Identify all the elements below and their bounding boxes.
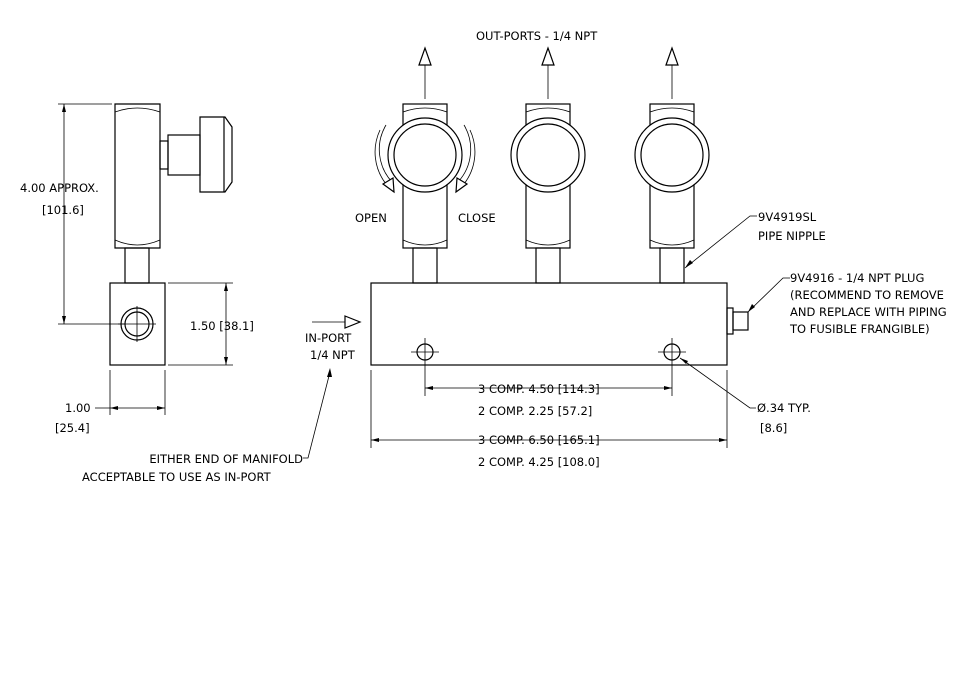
side-view: 4.00 APPROX. [101.6] 1.50 [38.1] 1.00 [2… [20, 103, 254, 435]
hole-dia-mm: [8.6] [760, 421, 787, 435]
pipe-nipple [659, 247, 685, 284]
plug-leader [747, 277, 790, 313]
close-rotation-arrow [457, 124, 476, 185]
valve-handwheel [634, 117, 710, 193]
knob [199, 116, 233, 193]
height-dim: 4.00 APPROX. [20, 181, 99, 195]
length-3: 3 COMP. 6.50 [165.1] [478, 433, 600, 447]
open-rotation-arrow [374, 124, 393, 185]
note-line2: ACCEPTABLE TO USE AS IN-PORT [82, 470, 272, 484]
width-dim: 1.00 [65, 401, 91, 415]
open-label: OPEN [355, 211, 387, 225]
length-2: 2 COMP. 4.25 [108.0] [478, 455, 600, 469]
valve-2 [510, 46, 586, 284]
outports-label: OUT-PORTS - 1/4 NPT [476, 29, 598, 43]
valve-1 [387, 46, 463, 284]
note-leader [303, 371, 331, 459]
plug-line-2: (RECOMMEND TO REMOVE [790, 288, 944, 302]
knob-stem [159, 140, 169, 170]
nipple-label: PIPE NIPPLE [758, 229, 826, 243]
valve-body-side [114, 103, 161, 249]
close-label: CLOSE [458, 211, 496, 225]
hole-dia: Ø.34 TYP. [757, 401, 811, 415]
pipe-nipple [535, 247, 561, 284]
pipe-nipple-side [124, 247, 150, 284]
mounting-hole-right [658, 338, 686, 366]
hole-spacing-3: 3 COMP. 4.50 [114.3] [478, 382, 600, 396]
height-dim-mm: [101.6] [42, 203, 84, 217]
plug-line-3: AND REPLACE WITH PIPING [790, 305, 947, 319]
plug-line-4: TO FUSIBLE FRANGIBLE) [789, 322, 930, 336]
manifold-block [370, 282, 728, 366]
note-line1: EITHER END OF MANIFOLD [149, 452, 303, 466]
hole-spacing-2: 2 COMP. 2.25 [57.2] [478, 404, 592, 418]
block-height-dim: 1.50 [38.1] [190, 319, 254, 333]
npt-plug [732, 311, 749, 331]
pipe-nipple [412, 247, 438, 284]
valve-3 [634, 46, 710, 284]
mounting-hole-left [411, 338, 439, 366]
width-dim-mm: [25.4] [55, 421, 90, 435]
inport-size: 1/4 NPT [310, 348, 356, 362]
valve-handwheel [510, 117, 586, 193]
plug-line-1: 9V4916 - 1/4 NPT PLUG [790, 271, 924, 285]
inport-label: IN-PORT [305, 331, 352, 345]
valve-handwheel [387, 117, 463, 193]
nipple-part: 9V4919SL [758, 210, 817, 224]
plug-hex [726, 307, 734, 335]
knob-neck [167, 134, 201, 176]
hole-dia-leader [679, 357, 756, 409]
front-view: OUT-PORTS - 1/4 NPT OPEN CLOSE 3 COMP. 4… [82, 29, 947, 484]
nipple-leader [684, 215, 757, 269]
